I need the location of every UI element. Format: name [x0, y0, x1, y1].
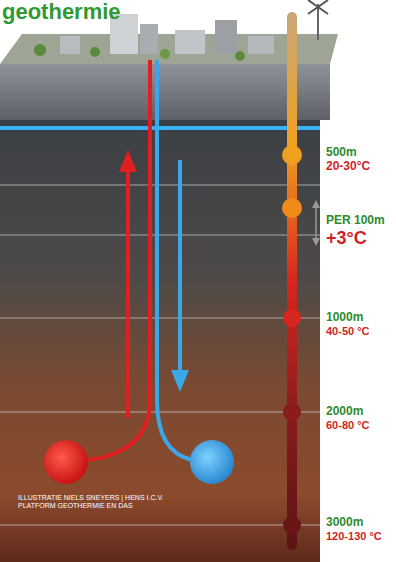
- depth-label: 500m: [326, 146, 357, 159]
- temperature-label: 40-50 °C: [326, 325, 370, 337]
- temperature-label: 60-80 °C: [326, 419, 370, 431]
- depth-label: 1000m: [326, 311, 363, 324]
- temperature-label: 120-130 °C: [326, 530, 382, 542]
- temperature-label: 20-30°C: [326, 160, 370, 173]
- gradient-value: +3°C: [326, 229, 367, 249]
- title: geothermie: [2, 0, 121, 24]
- gradient-label: PER 100m: [326, 214, 385, 227]
- credit-note: ILLUSTRATIE NIELS SNEYERS | HENS I.C.V. …: [18, 494, 168, 509]
- depth-label: 2000m: [326, 405, 363, 418]
- depth-label: 3000m: [326, 516, 363, 529]
